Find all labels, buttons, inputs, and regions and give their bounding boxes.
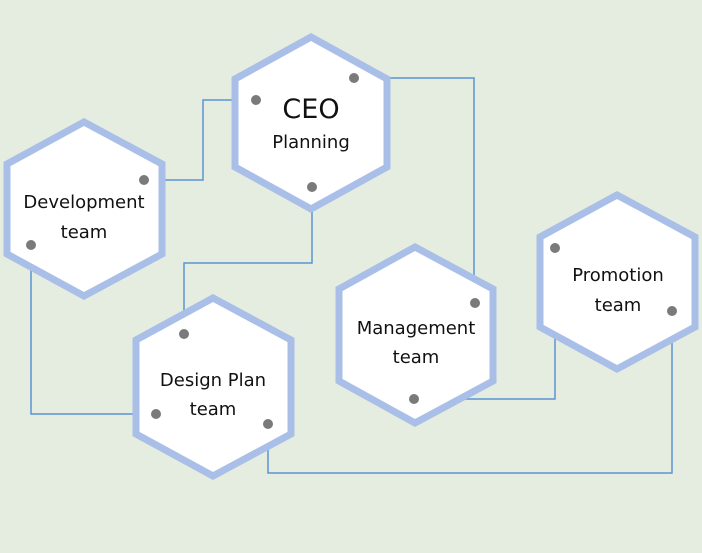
management-label-line2: team (393, 347, 440, 368)
connector-ceo-management (354, 77, 475, 303)
connector-dot (409, 394, 419, 404)
connector-dot (307, 182, 317, 192)
management-label-line1: Management (357, 318, 476, 339)
hex-node-promotion: Promotion team (536, 191, 699, 373)
connector-ceo-design-plan (183, 187, 313, 334)
connector-dot (667, 306, 677, 316)
ceo-title: CEO (282, 94, 339, 125)
connector-dot (550, 243, 560, 253)
connector-dot (179, 329, 189, 339)
connector-dot (26, 240, 36, 250)
connector-dot (251, 95, 261, 105)
connector-development-design-plan (30, 245, 156, 415)
hex-node-development: Development team (3, 118, 166, 300)
hex-node-design-plan: Design Plan team (132, 294, 295, 480)
connector-dot (139, 175, 149, 185)
connector-dot (470, 298, 480, 308)
design-plan-label-line2: team (190, 399, 237, 420)
connector-dot (151, 409, 161, 419)
promotion-label-line1: Promotion (572, 265, 664, 286)
hex-node-ceo: CEO Planning (231, 33, 391, 213)
design-plan-label-line1: Design Plan (160, 370, 266, 391)
connector-dot (263, 419, 273, 429)
connector-development-ceo (144, 99, 256, 181)
promotion-label-line2: team (595, 295, 642, 316)
ceo-subtitle: Planning (272, 132, 350, 153)
development-label-line1: Development (23, 192, 144, 213)
development-label-line2: team (61, 222, 108, 243)
hex-node-management: Management team (335, 243, 497, 427)
connector-dot (349, 73, 359, 83)
